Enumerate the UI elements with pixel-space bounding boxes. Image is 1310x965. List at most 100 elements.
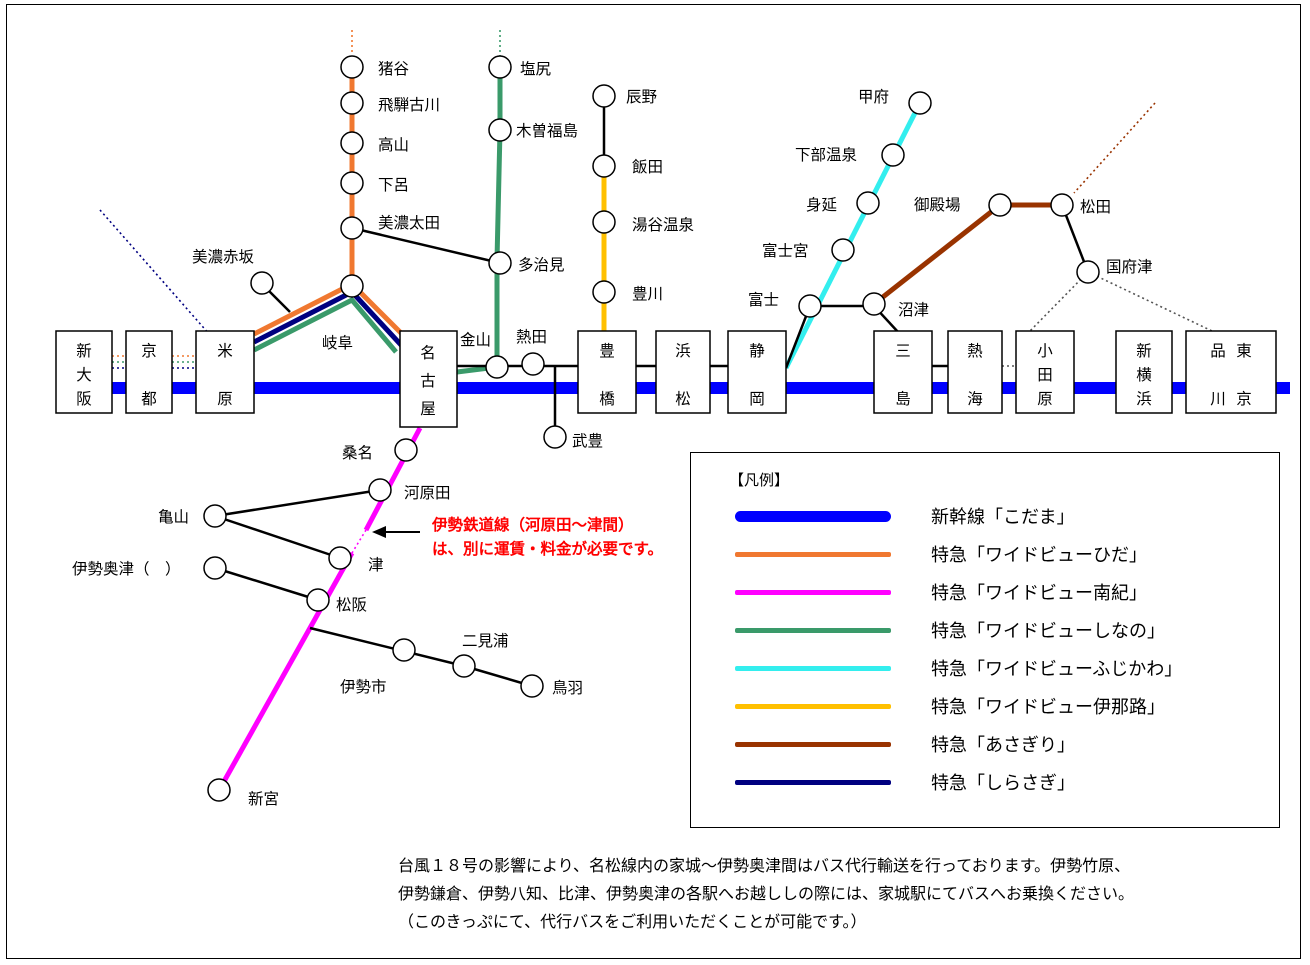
- label-iseshi: 伊勢市: [340, 678, 387, 696]
- box-mishima-2: 島: [895, 390, 911, 408]
- station-labels: 猪谷 飛騨古川 高山 下呂 美濃太田 美濃赤坂 岐阜 塩尻 木曽福島 多治見 辰…: [72, 60, 1153, 808]
- legend-label-fujikawa: 特急「ワイドビューふじかわ」: [931, 659, 1183, 680]
- asagiri-line: [872, 202, 1062, 306]
- label-gero: 下呂: [378, 176, 409, 194]
- legend-swatch-shinano: [735, 628, 891, 633]
- legend-swatch-fujikawa: [735, 666, 891, 671]
- legend-label-shirasagi: 特急「しらさぎ」: [931, 773, 1075, 794]
- box-shinosaka-3: 阪: [76, 390, 92, 408]
- legend-item-asagiri: 特急「あさぎり」: [691, 729, 1281, 759]
- ise-railway-note-line1: 伊勢鉄道線（河原田～津間）: [431, 515, 634, 534]
- box-shizuoka-1: 静: [749, 342, 765, 360]
- box-hamamatsu-2: 松: [675, 390, 691, 408]
- box-texts: 新 大 阪 京 都 米 原 名 古 屋 豊 橋 浜 松 静 岡 三 島 熱 海 …: [76, 342, 1252, 418]
- label-kofu: 甲府: [858, 88, 889, 106]
- legend-swatch-nanki: [735, 590, 891, 595]
- box-odawara-1: 小: [1037, 342, 1053, 360]
- label-yuyaonsen: 湯谷温泉: [632, 216, 694, 234]
- legend-item-inaji: 特急「ワイドビュー伊那路」: [691, 691, 1281, 721]
- label-tajimi: 多治見: [518, 256, 565, 274]
- label-kozu: 国府津: [1106, 258, 1153, 276]
- legend-label-shinano: 特急「ワイドビューしなの」: [931, 621, 1165, 642]
- label-hidafurukawa: 飛騨古川: [378, 96, 440, 114]
- label-kisofukushima: 木曽福島: [516, 122, 578, 140]
- box-tokyo-2: 京: [1236, 390, 1252, 408]
- box-shinagawa-2: 川: [1210, 390, 1226, 408]
- notice-line-3: （このきっぷにて、代行バスをご利用いただくことが可能です。）: [398, 912, 867, 931]
- station-boxes: [55, 330, 1277, 428]
- legend-swatch-asagiri: [735, 742, 891, 747]
- box-nagoya-1: 名: [420, 344, 436, 362]
- label-minoakasaka: 美濃赤坂: [192, 248, 254, 266]
- label-minobu: 身延: [806, 196, 837, 214]
- label-numazu: 沼津: [898, 301, 929, 319]
- legend-label-hida: 特急「ワイドビューひだ」: [931, 545, 1147, 566]
- label-shingu: 新宮: [248, 790, 279, 808]
- label-iseokitsu: 伊勢奥津（ ）: [72, 560, 181, 578]
- box-shizuoka-2: 岡: [749, 390, 765, 408]
- station-circles: [203, 55, 1100, 802]
- legend-label-kodama: 新幹線「こだま」: [931, 507, 1075, 528]
- label-shiojiri: 塩尻: [520, 60, 552, 78]
- label-tsu: 津: [368, 556, 384, 574]
- label-toba: 鳥羽: [552, 679, 583, 697]
- legend-title: 【凡例】: [729, 471, 790, 489]
- label-toyokawa: 豊川: [632, 285, 663, 303]
- diagram-frame: [6, 4, 1301, 959]
- box-odawara-3: 原: [1037, 390, 1053, 408]
- legend-item-fujikawa: 特急「ワイドビューふじかわ」: [691, 653, 1281, 683]
- box-shinosaka-1: 新: [76, 342, 92, 360]
- dotted-continuations: [99, 30, 1213, 554]
- label-kanayama: 金山: [460, 331, 491, 349]
- box-shinyokohama-1: 新: [1136, 342, 1152, 360]
- label-matsusaka: 松阪: [336, 596, 367, 614]
- legend-item-kodama: 新幹線「こだま」: [691, 501, 1281, 531]
- box-shinagawa-1: 品: [1210, 342, 1226, 360]
- label-fujinomiya: 富士宮: [762, 242, 809, 260]
- box-odawara-2: 田: [1037, 366, 1053, 384]
- label-inotani: 猪谷: [378, 60, 409, 78]
- label-minoota: 美濃太田: [378, 214, 440, 232]
- box-atami-2: 海: [967, 390, 983, 408]
- legend-label-inaji: 特急「ワイドビュー伊那路」: [931, 697, 1165, 718]
- legend-swatch-inaji: [735, 704, 891, 709]
- box-shinyokohama-3: 浜: [1136, 390, 1152, 408]
- label-takayama: 高山: [378, 136, 409, 154]
- label-atsuta: 熱田: [516, 328, 547, 346]
- box-atami-1: 熱: [967, 342, 983, 360]
- label-iida: 飯田: [632, 158, 663, 176]
- legend-swatch-hida: [735, 552, 891, 557]
- label-kameyama: 亀山: [158, 508, 189, 526]
- box-toyohashi-2: 橋: [599, 390, 615, 408]
- legend-item-nanki: 特急「ワイドビュー南紀」: [691, 577, 1281, 607]
- box-mishima-1: 三: [895, 342, 911, 360]
- box-tokyo-1: 東: [1236, 342, 1252, 360]
- legend-swatch-kodama: [735, 511, 891, 522]
- box-nagoya-3: 屋: [420, 400, 436, 418]
- legend-item-shinano: 特急「ワイドビューしなの」: [691, 615, 1281, 645]
- box-maibara-2: 原: [217, 390, 233, 408]
- box-toyohashi-1: 豊: [599, 342, 615, 360]
- label-tatsuno: 辰野: [626, 88, 658, 106]
- label-fuji: 富士: [748, 291, 779, 309]
- label-kuwana: 桑名: [342, 444, 373, 462]
- label-kawarada: 河原田: [404, 484, 451, 502]
- box-kyoto-2: 都: [141, 390, 157, 408]
- notice-line-2: 伊勢鎌倉、伊勢八知、比津、伊勢奥津の各駅へお越ししの際には、家城駅にてバスへお乗…: [398, 884, 1135, 903]
- label-shimobeonsen: 下部温泉: [795, 146, 857, 164]
- label-futaminoura: 二見浦: [462, 632, 509, 650]
- note-arrow: [372, 526, 420, 538]
- box-shinyokohama-2: 横: [1136, 366, 1152, 384]
- fujikawa-line: [783, 101, 923, 370]
- legend-label-asagiri: 特急「あさぎり」: [931, 735, 1075, 756]
- legend: 【凡例】 新幹線「こだま」 特急「ワイドビューひだ」 特急「ワイドビュー南紀」 …: [690, 452, 1280, 828]
- notice-line-1: 台風１８号の影響により、名松線内の家城～伊勢奥津間はバス代行輸送を行っております…: [398, 856, 1131, 875]
- label-matsuda: 松田: [1080, 198, 1111, 216]
- box-maibara-1: 米: [217, 342, 233, 360]
- box-kyoto-1: 京: [141, 342, 157, 360]
- box-hamamatsu-1: 浜: [675, 342, 691, 360]
- box-nagoya-2: 古: [420, 372, 436, 390]
- ise-railway-note-line2: は、別に運賃・料金が必要です。: [432, 539, 663, 558]
- legend-swatch-shirasagi: [735, 780, 891, 785]
